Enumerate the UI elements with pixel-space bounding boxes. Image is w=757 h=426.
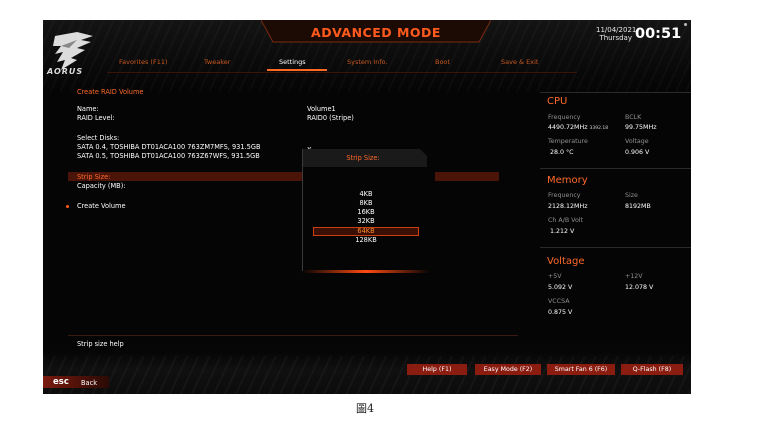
header-indicator-dot [684, 23, 687, 26]
section-title: Create RAID Volume [77, 88, 144, 96]
popup-option-32kb[interactable]: 32KB [357, 217, 375, 225]
day-text: Thursday [599, 34, 632, 42]
name-label: Name: [77, 105, 99, 113]
memory-heading: Memory [547, 175, 588, 186]
popup-option-128kb[interactable]: 128KB [355, 236, 377, 244]
footer-texture [43, 356, 691, 394]
popup-option-16kb[interactable]: 16KB [357, 208, 375, 216]
memory-size-value: 8192MB [625, 203, 651, 210]
disk-item-sata-0-4[interactable]: SATA 0.4, TOSHIBA DT01ACA100 763ZM7MFS, … [77, 143, 261, 151]
popup-option-64kb[interactable]: 64KB [313, 227, 419, 236]
easy-mode-button[interactable]: Easy Mode (F2) [475, 364, 541, 375]
tab-active-underline [267, 69, 327, 71]
cpu-frequency-main: 4490.72MHz [548, 124, 588, 131]
mode-title: ADVANCED MODE [311, 25, 441, 40]
cpu-temperature-label: Temperature [548, 138, 588, 145]
back-label: Back [81, 379, 98, 387]
right-panel-top-divider [540, 92, 691, 93]
date-display: 11/04/2021 Thursday [596, 26, 637, 42]
cpu-frequency-value: 4490.72MHz 3392.18 [548, 124, 608, 131]
popup-title: Strip Size: [346, 154, 380, 162]
date-text: 11/04/2021 [596, 26, 637, 34]
tab-boot[interactable]: Boot [435, 58, 450, 66]
help-button[interactable]: Help (F1) [407, 364, 467, 375]
capacity-label: Capacity (MB): [77, 182, 126, 190]
memory-frequency-label: Frequency [548, 192, 581, 199]
select-disks-label: Select Disks: [77, 134, 120, 142]
bios-screen: AORUS ADVANCED MODE 11/04/2021 Thursday … [43, 20, 691, 394]
cpu-bclk-label: BCLK [625, 114, 642, 121]
raid-level-label: RAID Level: [77, 114, 115, 122]
strip-size-row-highlight[interactable] [68, 172, 499, 181]
cpu-voltage-value: 0.906 V [625, 149, 650, 156]
create-volume-item[interactable]: Create Volume [77, 202, 126, 210]
memory-size-label: Size [625, 192, 638, 199]
right-panel-memory-divider [540, 168, 691, 169]
voltage-heading: Voltage [547, 256, 585, 267]
name-value[interactable]: Volume1 [307, 105, 336, 113]
figure-caption: 圖4 [356, 402, 374, 415]
right-panel-voltage-divider [540, 247, 691, 248]
memory-ch-volt-value: 1.212 V [550, 228, 575, 235]
tab-settings[interactable]: Settings [279, 58, 306, 66]
cpu-voltage-label: Voltage [625, 138, 649, 145]
tab-favorites[interactable]: Favorites (F11) [119, 58, 168, 66]
tab-save-exit[interactable]: Save & Exit [501, 58, 539, 66]
voltage-vccsa-label: VCCSA [548, 298, 570, 305]
clock: 00:51 [635, 26, 682, 42]
esc-key-label: esc [53, 377, 69, 387]
raid-level-value[interactable]: RAID0 (Stripe) [307, 114, 354, 122]
mode-title-band [261, 20, 491, 43]
tab-tweaker[interactable]: Tweaker [204, 58, 231, 66]
esc-back-button[interactable] [43, 376, 109, 388]
memory-frequency-value: 2128.12MHz [548, 203, 588, 210]
popup-option-4kb[interactable]: 4KB [359, 190, 373, 198]
voltage-5v-value: 5.092 V [548, 284, 573, 291]
disk-item-sata-0-5[interactable]: SATA 0.5, TOSHIBA DT01ACA100 763Z67WFS, … [77, 152, 260, 160]
popup-header [303, 149, 427, 167]
voltage-12v-value: 12.078 V [625, 284, 654, 291]
aorus-eagle-logo-icon [53, 32, 93, 70]
help-text: Strip size help [77, 340, 124, 348]
voltage-5v-label: +5V [548, 273, 562, 280]
popup-option-8kb[interactable]: 8KB [359, 199, 373, 207]
tab-bar: Favorites (F11) Tweaker Settings System … [107, 56, 567, 72]
create-volume-bullet-icon [66, 205, 69, 208]
memory-ch-volt-label: Ch A/B Volt [548, 217, 584, 224]
aorus-logo-text: AORUS [47, 67, 84, 76]
q-flash-button[interactable]: Q-Flash (F8) [621, 364, 683, 375]
cpu-frequency-sub: 3392.18 [589, 126, 609, 131]
cpu-temperature-value: 28.0 °C [550, 149, 574, 156]
tab-divider [107, 72, 577, 73]
strip-size-label[interactable]: Strip Size: [77, 173, 111, 181]
strip-size-popup: Strip Size: 4KB 8KB 16KB 32KB 64KB 128KB [302, 149, 435, 271]
voltage-vccsa-value: 0.875 V [548, 309, 573, 316]
help-divider [68, 335, 518, 336]
smart-fan-button[interactable]: Smart Fan 6 (F6) [547, 364, 615, 375]
cpu-bclk-value: 99.75MHz [625, 124, 657, 131]
cpu-frequency-label: Frequency [548, 114, 581, 121]
tab-system-info[interactable]: System Info. [347, 58, 388, 66]
voltage-12v-label: +12V [625, 273, 643, 280]
popup-glow [302, 270, 430, 273]
cpu-heading: CPU [547, 96, 568, 107]
